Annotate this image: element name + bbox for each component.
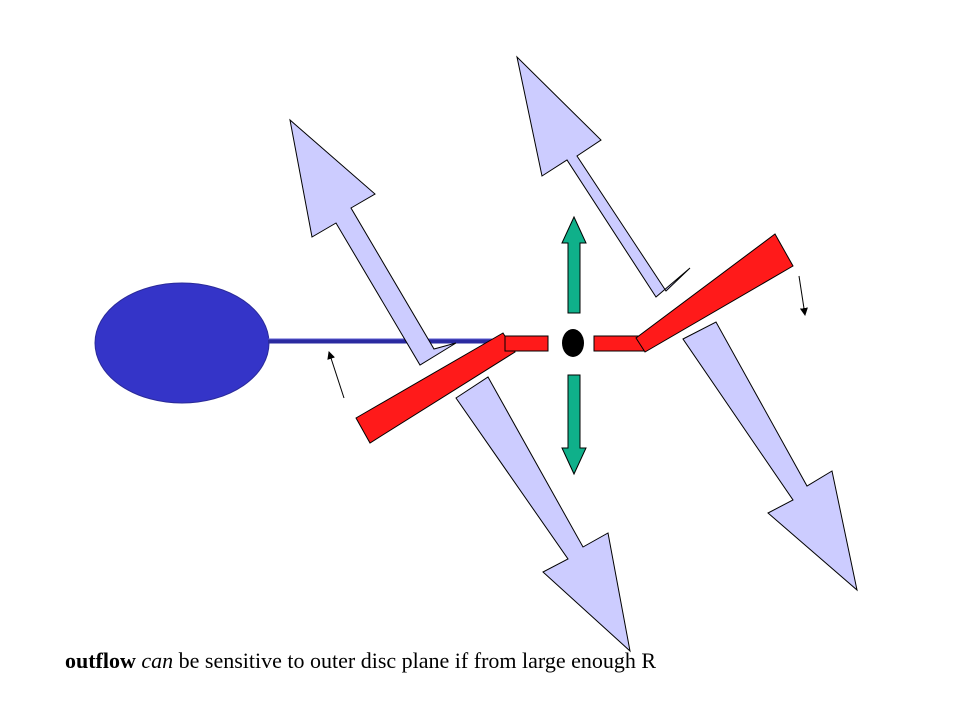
caption-italic: can [141,648,174,673]
outflow-arrow-right-down [682,321,858,592]
jet-arrow-up [561,215,587,314]
rotation-arrow-left [327,351,345,399]
caption: outflow can be sensitive to outer disc p… [65,648,656,674]
central-object [562,329,584,357]
disc-segment-inner-left [504,335,549,352]
rotation-arrow-right [798,275,808,316]
companion-star [94,282,270,404]
caption-bold: outflow [65,648,136,673]
outflow-arrow-right-up [516,55,691,298]
outflow-arrow-left-down [455,376,631,653]
outflow-arrow-left-up [289,118,457,366]
warped-disc-left [355,332,516,444]
caption-rest: be sensitive to outer disc plane if from… [173,648,657,673]
jet-arrow-down [561,374,587,476]
warped-disc-right [635,233,794,353]
